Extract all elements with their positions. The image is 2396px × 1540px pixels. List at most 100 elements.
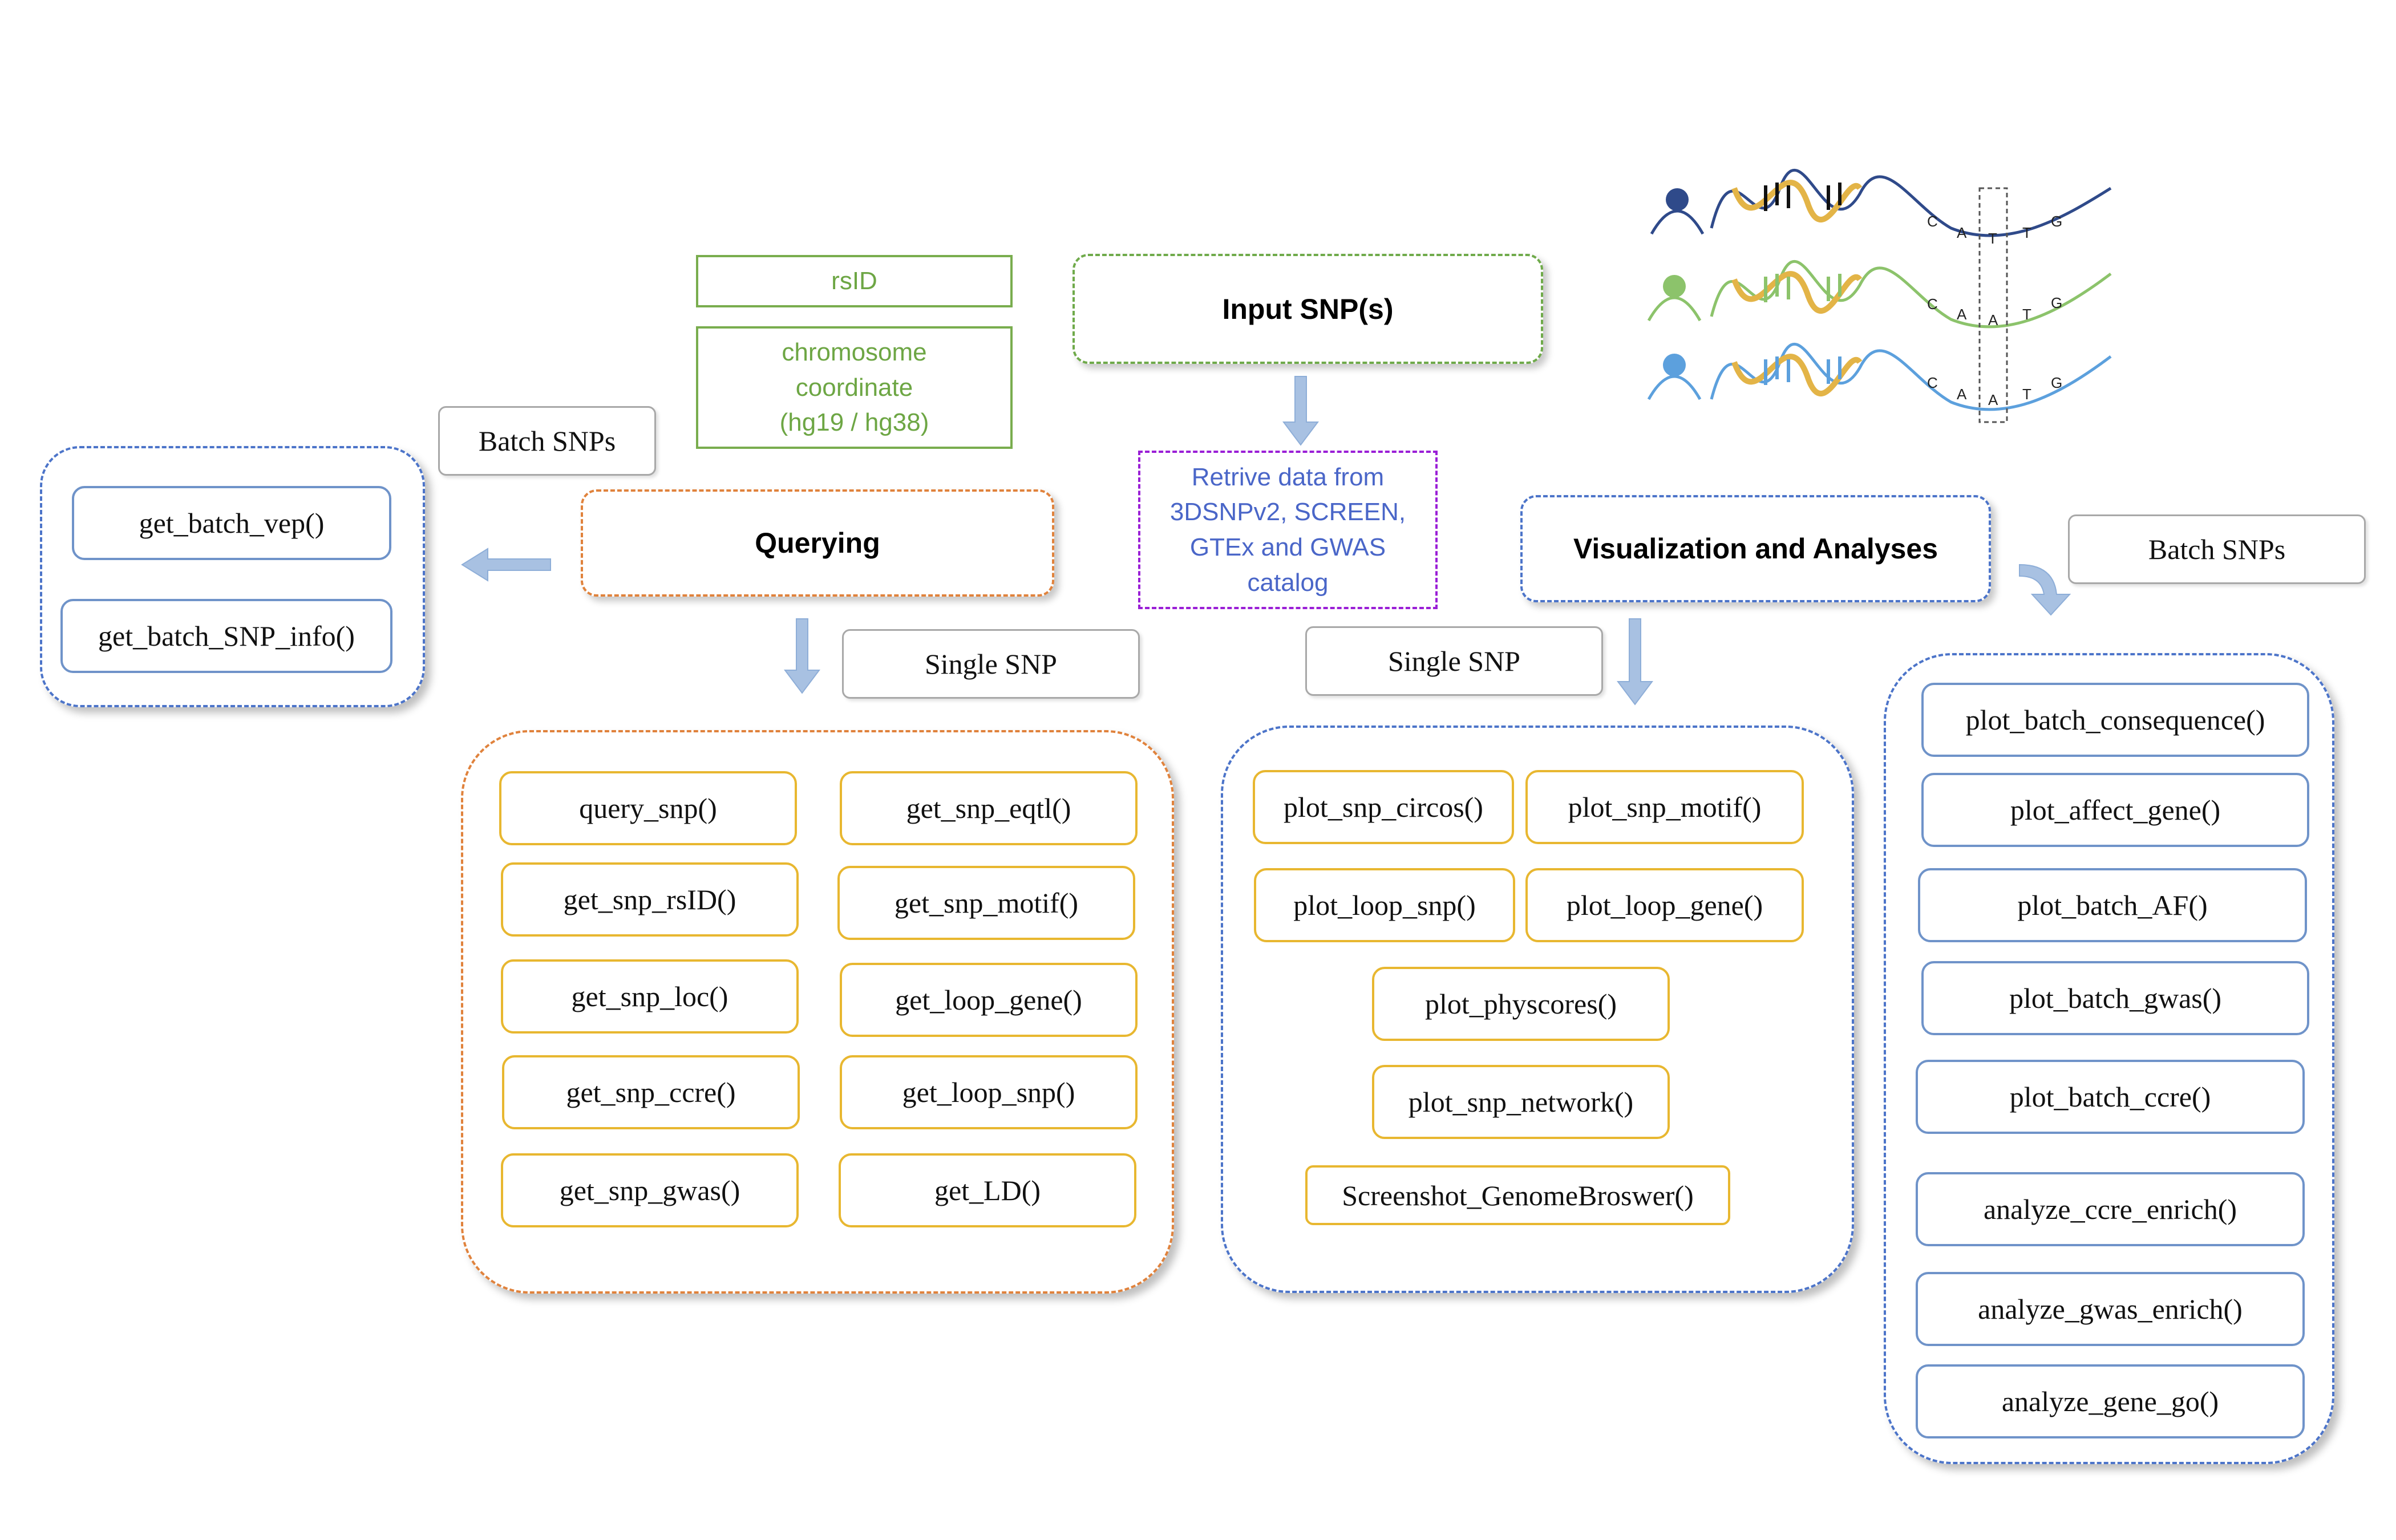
querying-node: Querying: [581, 489, 1054, 597]
dna-strand-2: [1710, 260, 2112, 329]
seq2-base-4: T: [2022, 306, 2031, 323]
seq2-base-5: G: [2051, 294, 2062, 311]
visualization-batch-snps-tag: Batch SNPs: [2068, 514, 2366, 584]
get-batch-vep-label: get_batch_vep(): [139, 507, 325, 539]
plot-physcores-function: plot_physcores(): [1372, 967, 1670, 1041]
input-coordinate-box: chromosome coordinate (hg19 / hg38): [696, 326, 1013, 449]
plot-snp-motif-function: plot_snp_motif(): [1525, 770, 1804, 844]
get-ld-label: get_LD(): [934, 1174, 1041, 1206]
get-snp-rsid-label: get_snp_rsID(): [563, 884, 736, 915]
seq1-base-5: G: [2051, 213, 2062, 230]
seq1-base-4: T: [2022, 224, 2031, 241]
get-snp-ccre-label: get_snp_ccre(): [566, 1076, 736, 1108]
seq1-base-1: C: [1927, 213, 1938, 230]
querying-single-snp-tag: Single SNP: [842, 629, 1140, 699]
plot-loop-gene-function: plot_loop_gene(): [1525, 868, 1804, 942]
plot-snp-circos-function: plot_snp_circos(): [1253, 770, 1514, 844]
querying-batch-snps-tag: Batch SNPs: [438, 406, 656, 476]
get-loop-snp-function: get_loop_snp(): [840, 1055, 1138, 1129]
plot-physcores-label: plot_physcores(): [1424, 988, 1617, 1020]
visualization-single-group: [1221, 726, 1854, 1293]
analyze-gwas-enrich-function: analyze_gwas_enrich(): [1916, 1272, 2305, 1346]
plot-batch-af-function: plot_batch_AF(): [1918, 868, 2307, 942]
seq3-base-2: A: [1957, 386, 1967, 403]
querying-to-batch-arrow: [461, 548, 551, 582]
seq3-base-3: A: [1988, 391, 1998, 408]
get-snp-gwas-function: get_snp_gwas(): [501, 1153, 799, 1227]
screenshot-genomebrowser-label: Screenshot_GenomeBroswer(): [1342, 1179, 1694, 1211]
plot-batch-consequence-label: plot_batch_consequence(): [1965, 704, 2265, 736]
get-snp-ccre-function: get_snp_ccre(): [502, 1055, 800, 1129]
get-loop-snp-label: get_loop_snp(): [902, 1076, 1075, 1108]
seq3-base-5: G: [2051, 374, 2062, 391]
querying-batch-snps-label: Batch SNPs: [478, 425, 616, 457]
seq1-base-2: A: [1957, 224, 1967, 241]
input-snps-title: Input SNP(s): [1222, 293, 1394, 325]
get-snp-loc-function: get_snp_loc(): [501, 959, 799, 1034]
querying-title: Querying: [755, 527, 880, 559]
get-snp-gwas-label: get_snp_gwas(): [559, 1174, 740, 1206]
visualization-batch-group: [1884, 653, 2334, 1464]
analyze-gene-go-label: analyze_gene_go(): [2001, 1385, 2219, 1417]
person-icon-2: [1647, 275, 1702, 322]
plot-snp-circos-label: plot_snp_circos(): [1284, 791, 1483, 823]
plot-loop-snp-function: plot_loop_snp(): [1254, 868, 1515, 942]
plot-batch-consequence-function: plot_batch_consequence(): [1921, 683, 2309, 757]
analyze-ccre-enrich-function: analyze_ccre_enrich(): [1916, 1172, 2305, 1246]
get-snp-rsid-function: get_snp_rsID(): [501, 862, 799, 937]
visualization-node: Visualization and Analyses: [1520, 495, 1991, 602]
get-batch-snp-info-function: get_batch_SNP_info(): [60, 599, 392, 673]
analyze-gwas-enrich-label: analyze_gwas_enrich(): [1978, 1293, 2243, 1325]
plot-loop-gene-label: plot_loop_gene(): [1566, 889, 1763, 921]
input-rsid-label: rsID: [831, 267, 877, 295]
query-snp-function: query_snp(): [499, 771, 797, 845]
visualization-single-snp-tag: Single SNP: [1305, 626, 1603, 696]
retrieve-data-label: Retrive data from 3DSNPv2, SCREEN, GTEx …: [1169, 463, 1406, 597]
get-snp-motif-function: get_snp_motif(): [837, 866, 1135, 940]
plot-batch-ccre-label: plot_batch_ccre(): [2009, 1081, 2211, 1113]
visualization-to-single-arrow: [1617, 618, 1653, 706]
plot-batch-af-label: plot_batch_AF(): [2017, 889, 2208, 921]
screenshot-genomebrowser-function: Screenshot_GenomeBroswer(): [1305, 1165, 1730, 1225]
dna-strand-3: [1710, 343, 2112, 411]
get-snp-eqtl-label: get_snp_eqtl(): [906, 792, 1071, 824]
input-coordinate-label: chromosome coordinate (hg19 / hg38): [779, 338, 929, 437]
retrieve-data-box: Retrive data from 3DSNPv2, SCREEN, GTEx …: [1138, 451, 1438, 609]
plot-affect-gene-label: plot_affect_gene(): [2010, 794, 2221, 826]
visualization-title: Visualization and Analyses: [1573, 533, 1938, 565]
get-batch-snp-info-label: get_batch_SNP_info(): [98, 620, 355, 652]
analyze-ccre-enrich-label: analyze_ccre_enrich(): [1983, 1193, 2237, 1225]
person-icon-3: [1647, 354, 1702, 400]
get-batch-vep-function: get_batch_vep(): [72, 486, 391, 560]
get-loop-gene-function: get_loop_gene(): [840, 963, 1138, 1037]
querying-single-group: [461, 730, 1174, 1294]
plot-snp-network-function: plot_snp_network(): [1372, 1065, 1670, 1139]
plot-snp-motif-label: plot_snp_motif(): [1568, 791, 1762, 823]
seq3-base-4: T: [2022, 386, 2031, 403]
get-snp-loc-label: get_snp_loc(): [571, 980, 728, 1012]
seq1-base-3: T: [1988, 230, 1997, 247]
seq3-base-1: C: [1927, 374, 1938, 391]
get-ld-function: get_LD(): [839, 1153, 1136, 1227]
seq2-base-2: A: [1957, 306, 1967, 323]
dna-strand-1: [1710, 169, 2112, 237]
seq2-base-3: A: [1988, 311, 1998, 329]
querying-single-snp-label: Single SNP: [924, 648, 1057, 680]
querying-batch-group: [40, 446, 425, 707]
plot-batch-ccre-function: plot_batch_ccre(): [1916, 1060, 2305, 1134]
input-to-retrieve-arrow: [1282, 376, 1319, 446]
get-loop-gene-label: get_loop_gene(): [895, 984, 1082, 1016]
input-rsid-box: rsID: [696, 255, 1013, 307]
seq2-base-1: C: [1927, 295, 1938, 313]
visualization-single-snp-label: Single SNP: [1387, 645, 1520, 677]
querying-to-single-arrow: [784, 618, 820, 694]
plot-batch-gwas-label: plot_batch_gwas(): [2009, 982, 2222, 1014]
visualization-batch-snps-label: Batch SNPs: [2148, 533, 2286, 565]
get-snp-eqtl-function: get_snp_eqtl(): [840, 771, 1138, 845]
input-snps-node: Input SNP(s): [1072, 254, 1543, 364]
analyze-gene-go-function: analyze_gene_go(): [1916, 1364, 2305, 1438]
plot-affect-gene-function: plot_affect_gene(): [1921, 773, 2309, 847]
